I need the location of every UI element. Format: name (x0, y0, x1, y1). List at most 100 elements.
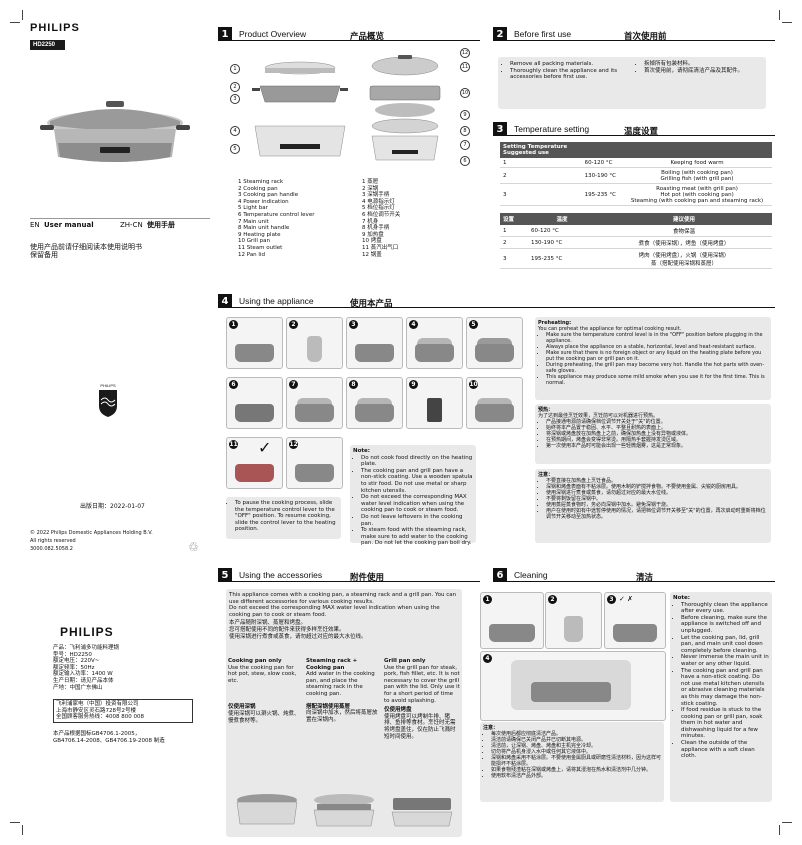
preheat-item: During preheating, the grill pan may bec… (546, 362, 768, 374)
cleaning-step: 2 (545, 592, 602, 649)
notes-cn-title: 注意： (483, 725, 499, 731)
document-code: 3000.082.5058.2 (30, 546, 73, 552)
table-header: 温度 (528, 213, 596, 225)
cn-manual-title: 使用手册 (147, 221, 175, 229)
table-header: 设置 (500, 213, 528, 225)
parts-list-en: 1 Steaming rack 2 Cooking pan 3 Cooking … (238, 179, 358, 258)
before-use-panel: Remove all packing materials. Thoroughly… (498, 57, 766, 109)
crop-mark (782, 822, 792, 823)
product-image (40, 95, 190, 175)
preheat-cn-item: 产品接通电源前请确保档位调节开关处于"关"的位置。 (546, 419, 768, 425)
note-cn-item: 深锅和烤盘表面有不粘涂层。使用木制的铲搅拌食物。不要使用金属、尖锐的厨房用具。 (546, 484, 768, 490)
exploded-diagram: 1 2 3 4 5 12 11 10 9 8 7 6 (230, 48, 480, 173)
preheat-item: Make sure that there is no foreign objec… (546, 350, 768, 362)
note-cn-item: 使用蒸屉蒸食物时，务必向深锅中加水。避免深锅干烧。 (546, 502, 768, 508)
crop-mark (22, 825, 23, 835)
section-title-cn: 首次使用前 (624, 32, 667, 42)
steaming-rack-image (309, 790, 379, 830)
preheat-cn-intro: 为了达到最佳烹饪效果，烹饪前可以对机器进行预热。 (538, 413, 659, 419)
preheat-cn-item: 在预热期间，烤盘会变得非常烫。用隔热手套握持发烫区域。 (546, 437, 768, 443)
spec-line: 额定电压：220V~ (53, 658, 100, 665)
part-item: 4 电源指示灯 (362, 198, 395, 205)
part-item: 2 深锅 (362, 185, 379, 192)
grill-pan-image (387, 790, 457, 830)
section-1-header: 1 Product Overview (218, 27, 306, 41)
usage-step: 3 (346, 317, 403, 369)
model-tab: HD2250 (30, 40, 65, 50)
parts-list-cn: 1 蒸屉 2 深锅 3 深锅手柄 4 电源指示灯 5 档位指示灯 6 档位调节开… (362, 179, 472, 258)
usage-step: 6 (226, 377, 283, 429)
part-item: 12 Pan lid (238, 251, 265, 258)
table-row: 1 60-120 °C 食物保温 (500, 225, 772, 237)
table-header (622, 142, 772, 158)
table-header: Setting Temperature Suggested use (500, 142, 582, 158)
label-spec-list: 产品：飞利浦多功能料理锅 型号：HD2250 额定电压：220V~ 额定频率：5… (53, 645, 188, 691)
table-row: 3 195-235 °C 烤肉（使用烤盘），火锅（使用深锅） 蒸（搭配使用深锅和… (500, 248, 772, 269)
accessory-col-cooking-pan: Cooking pan only Use the cooking pan for… (228, 658, 302, 724)
part-item: 11 蒸汽出气口 (362, 244, 399, 251)
part-item: 9 加热盘 (362, 231, 384, 238)
callout-3: 3 (230, 94, 240, 104)
note-item: Clean the outside of the appliance with … (681, 740, 769, 760)
note-item: Do not leave leftovers in the cooking pa… (361, 514, 473, 527)
accessory-cn-title: 仅使用烤盘 (384, 707, 412, 714)
part-item: 6 档位调节开关 (362, 211, 401, 218)
accessory-cn-title: 仅使用深锅 (228, 704, 256, 711)
preheat-cn-title: 预热： (538, 407, 554, 413)
note-cn-item: 如果食物残渣粘在深锅或烤盘上，请将其浸泡在热水和清洁剂中几分钟。 (491, 767, 661, 773)
note-item: If food residue is stuck to the cooking … (681, 707, 769, 740)
temperature-table-en: Setting Temperature Suggested use 1 60-1… (500, 142, 772, 206)
note-cn-item: 清洁前请确保已关闭产品并已切断其电源。 (491, 737, 661, 743)
cleaning-notes-cn: 注意： 每次使用后都应彻底清洁产品。 清洁前请确保已关闭产品并已切断其电源。 清… (480, 722, 664, 802)
part-item: 10 烤盘 (362, 238, 382, 245)
callout-2: 2 (230, 82, 240, 92)
section-rule (218, 581, 480, 582)
callout-9: 9 (460, 110, 470, 120)
callout-11: 11 (460, 62, 470, 72)
table-row: 3 195-235 °C Roasting meat (with grill p… (500, 183, 772, 206)
accessory-title: Steaming rack + Cooking pan (306, 658, 358, 671)
section-title: Using the appliance (239, 296, 314, 306)
note-item: The cooking pan and grill pan have a non… (361, 468, 473, 494)
part-item: 2 Cooking pan (238, 185, 278, 192)
spec-line: 型号：HD2250 (53, 651, 92, 658)
spec-line: 产品：飞利浦多功能料理锅 (53, 645, 120, 651)
rating-label: PHILIPS 产品：飞利浦多功能料理锅 型号：HD2250 额定电压：220V… (50, 615, 193, 760)
callout-7: 7 (460, 140, 470, 150)
part-item: 7 Main unit (238, 218, 269, 225)
cn-code: ZH-CN (120, 221, 143, 229)
preheat-item: This appliance may produce some mild smo… (546, 374, 768, 386)
section-rule (493, 135, 775, 136)
part-item: 5 档位指示灯 (362, 205, 395, 212)
section-title: Before first use (514, 29, 572, 39)
list-item: 首次使用前，请彻底清洁产品及其配件。 (644, 68, 769, 75)
preheat-item: Make sure the temperature control level … (546, 332, 768, 344)
accessory-title: Cooking pan only (228, 658, 282, 664)
section-rule (218, 307, 775, 308)
note-panel-en: Note: Do not cook food directly on the h… (350, 445, 476, 546)
table-row: 2 130-190 °C Boiling (with cooking pan) … (500, 167, 772, 184)
preheat-cn-item: 第一次使用本产品时可能会出现一些轻微烟雾，这是正常现象。 (546, 443, 768, 449)
note-cn-item: 深锅和烤盘采用不粘涂层。不要使用金属厨具或研磨性清洁材料，因为这样可能损坏不粘涂… (491, 755, 661, 767)
table-header: 建议使用 (595, 213, 772, 225)
note-cn-item: 每次使用后都应彻底清洁产品。 (491, 731, 661, 737)
callout-5: 5 (230, 144, 240, 154)
usage-step: 9 (406, 377, 463, 429)
section-number: 4 (218, 294, 232, 308)
note-item: The cooking pan and grill pan have a non… (681, 668, 769, 708)
usage-step: 7 (286, 377, 343, 429)
section-number: 2 (493, 27, 507, 41)
section-4-header: 4 Using the appliance (218, 294, 314, 308)
accessory-cn-text: 使用烤盘可以烤制牛排、猪排、鱼排等食材。烹饪时无需将烤盘盖住，仅在防止飞溅时短时… (384, 713, 456, 740)
section-number: 5 (218, 568, 232, 582)
crop-mark (22, 10, 23, 20)
copyright: © 2022 Philips Domestic Appliances Holdi… (30, 530, 153, 536)
part-item: 6 Temperature control lever (238, 211, 315, 218)
recycle-icon: ♲ (188, 540, 199, 554)
note-item: Before cleaning, make sure the appliance… (681, 615, 769, 635)
cleaning-step: 3 ✓ ✗ (604, 592, 666, 649)
company-line: 全国顾客服务热线：4008 800 008 (56, 714, 144, 721)
spec-line: 生产日期：请见产品本体 (53, 677, 114, 684)
preheat-cn-item: 始终将本产品置于稳固、水平、平整且耐热的表面上。 (546, 425, 768, 431)
publication-date: 出版日期：2022-01-07 (80, 503, 145, 510)
